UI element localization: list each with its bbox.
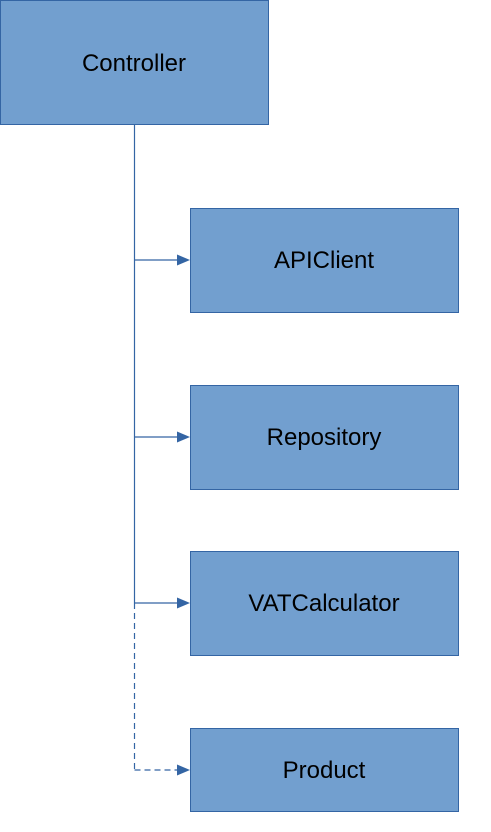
node-label-controller: Controller bbox=[82, 50, 186, 77]
node-apiclient[interactable]: APIClient bbox=[190, 208, 459, 313]
node-label-product: Product bbox=[283, 757, 366, 784]
arrowhead-icon bbox=[177, 431, 190, 443]
edge-to-apiclient bbox=[134, 254, 190, 266]
arrowhead-icon bbox=[177, 764, 190, 776]
node-label-vatcalculator: VATCalculator bbox=[248, 590, 399, 617]
edge-to-repository bbox=[134, 431, 190, 443]
node-label-repository: Repository bbox=[267, 424, 382, 451]
node-repository[interactable]: Repository bbox=[190, 385, 459, 490]
edge-to-product bbox=[134, 764, 190, 776]
node-controller[interactable]: Controller bbox=[0, 0, 269, 125]
node-label-apiclient: APIClient bbox=[274, 247, 374, 274]
arrowhead-icon bbox=[177, 254, 190, 266]
edge-to-vatcalculator bbox=[134, 597, 190, 609]
edges bbox=[133, 125, 190, 776]
arrowhead-icon bbox=[177, 597, 190, 609]
node-vatcalculator[interactable]: VATCalculator bbox=[190, 551, 459, 656]
node-product[interactable]: Product bbox=[190, 728, 459, 812]
